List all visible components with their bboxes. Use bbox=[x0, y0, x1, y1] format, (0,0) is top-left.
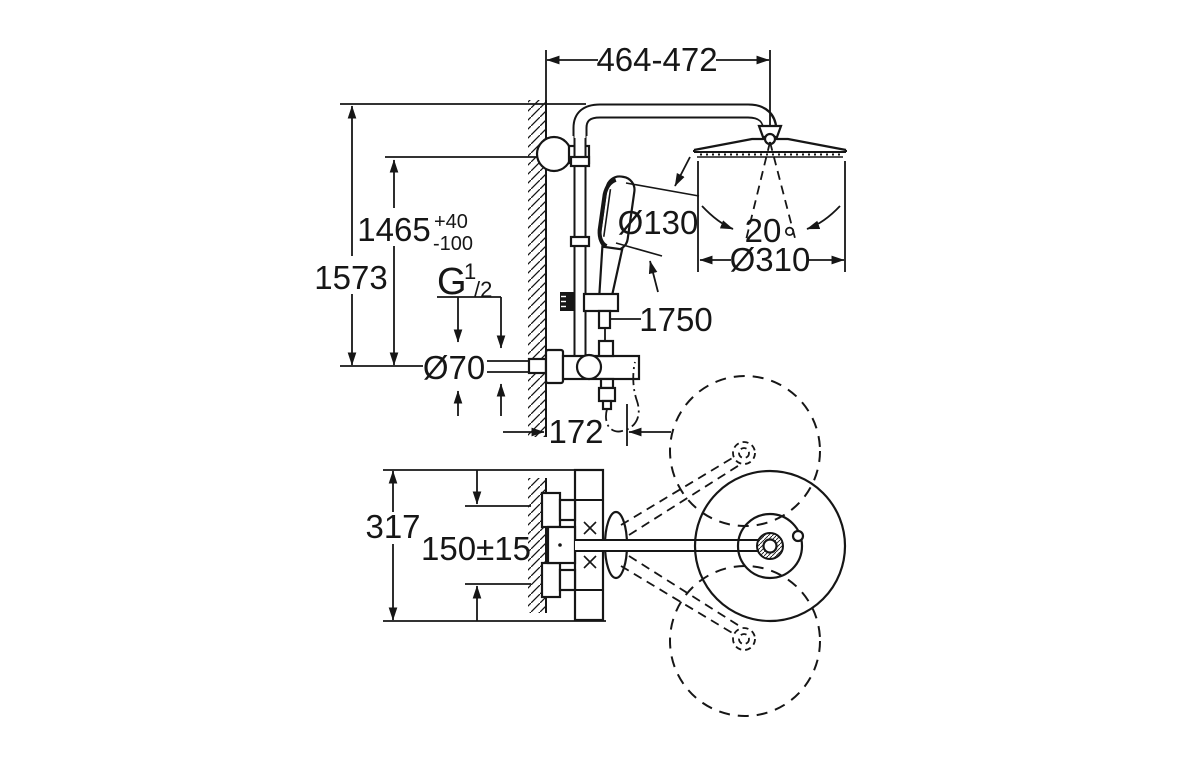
hose-union-bottom bbox=[597, 386, 617, 403]
rail-union-upper bbox=[569, 155, 591, 168]
supply-inlet-upper bbox=[540, 491, 562, 529]
thermostat-valve-side bbox=[544, 339, 641, 411]
swivel-angle-label: 20 bbox=[745, 212, 782, 249]
hand-shower-handle bbox=[597, 245, 624, 302]
head-height-tol-minus: -100 bbox=[433, 233, 473, 255]
degree-symbol: ° bbox=[783, 220, 796, 257]
rail-union-lower bbox=[569, 235, 591, 248]
shower-arm-plan bbox=[575, 539, 759, 552]
hand-shower-holder bbox=[582, 292, 620, 313]
hose-nipple bbox=[601, 399, 613, 411]
side-view: 464-472 20 ° Ø310 bbox=[314, 41, 847, 450]
head-height-tol-plus: +40 bbox=[434, 211, 468, 233]
supply-spacing-label: 150±15 bbox=[421, 530, 531, 567]
head-swivel-envelope-top bbox=[620, 375, 821, 536]
shower-hose bbox=[604, 329, 640, 433]
plan-height-label: 317 bbox=[365, 508, 420, 545]
dim-escutcheon-diameter: Ø70 bbox=[423, 349, 548, 386]
valve-outlet bbox=[599, 377, 615, 390]
thread-denominator: /2 bbox=[474, 277, 492, 302]
union-cross-marks bbox=[583, 521, 597, 569]
total-height-label: 1573 bbox=[314, 259, 387, 296]
dim-head-height: 1465 +40 -100 bbox=[357, 159, 473, 366]
dim-arm-reach: 464-472 bbox=[545, 41, 771, 130]
valve-escutcheon-side bbox=[544, 348, 565, 385]
thread-numerator: 1 bbox=[464, 259, 476, 284]
slide-rail bbox=[569, 120, 591, 356]
shower-arm bbox=[572, 103, 778, 138]
hand-shower-diameter-label: Ø130 bbox=[618, 204, 699, 241]
head-height-label: 1465 bbox=[357, 211, 430, 248]
shower-head-side bbox=[693, 124, 847, 158]
dim-hand-shower-diameter: Ø130 bbox=[615, 156, 700, 293]
thread-letter: G bbox=[437, 261, 467, 303]
hand-shower bbox=[560, 175, 636, 330]
dim-arm-reach-label: 464-472 bbox=[596, 41, 717, 78]
plan-view: 317 150±15 bbox=[365, 375, 847, 717]
dim-plan-height: 317 bbox=[365, 470, 422, 621]
head-swivel-envelope-bottom bbox=[620, 555, 821, 717]
valve-knob bbox=[575, 353, 603, 381]
dim-swivel-angle: 20 ° bbox=[701, 141, 841, 257]
head-diameter-label: Ø310 bbox=[730, 241, 811, 278]
dim-supply-spacing: 150±15 bbox=[421, 470, 531, 621]
escutcheon-diameter-label: Ø70 bbox=[423, 349, 485, 386]
supply-inlet-lower bbox=[540, 561, 562, 599]
ball-joint-nut bbox=[757, 124, 783, 139]
wall-to-front-label: 172 bbox=[548, 413, 603, 450]
shower-head-plan bbox=[693, 469, 847, 623]
dim-hose-length: 1750 bbox=[611, 301, 713, 338]
dim-thread: G 1 /2 bbox=[437, 259, 506, 416]
hose-length-label: 1750 bbox=[639, 301, 712, 338]
dim-total-height: 1573 bbox=[314, 105, 388, 366]
hose-stub bbox=[597, 309, 612, 330]
hose-union-top bbox=[597, 339, 615, 358]
wall-supply-stub bbox=[527, 357, 548, 375]
hand-shower-face bbox=[597, 177, 617, 248]
dim-head-diameter: Ø310 bbox=[697, 161, 846, 278]
dim-wall-to-front: 172 bbox=[503, 404, 671, 450]
